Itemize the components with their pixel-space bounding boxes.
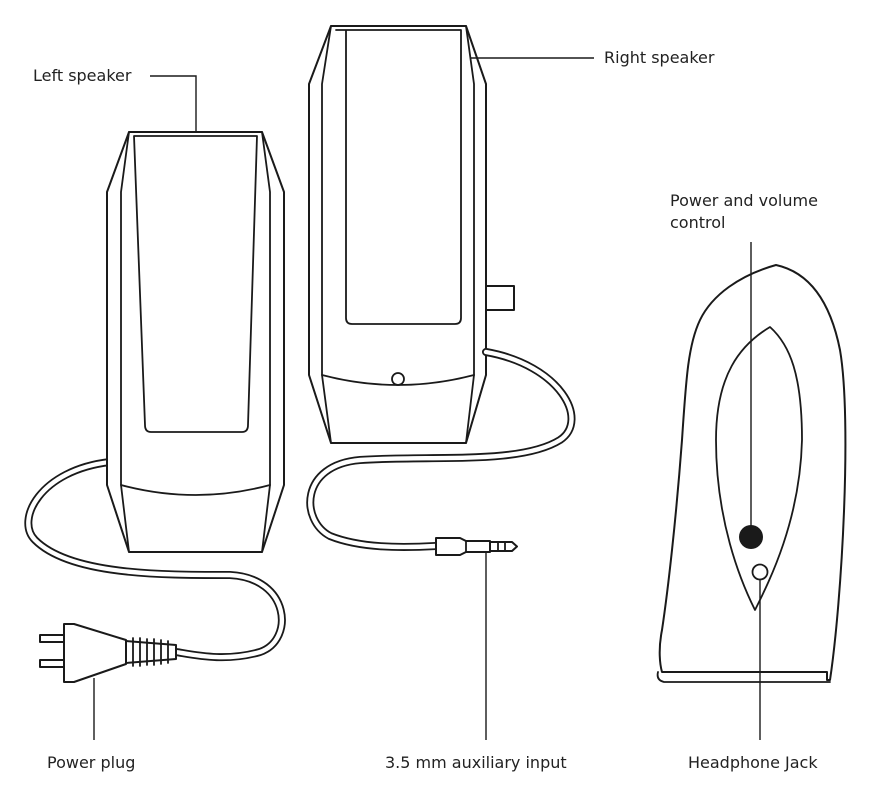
right-speaker-aux-port [391, 372, 405, 386]
plug-prong-bottom [39, 659, 67, 668]
left-speaker-front-panel [133, 135, 258, 433]
plug-prong-top [39, 634, 67, 643]
label-aux-input: 3.5 mm auxiliary input [385, 753, 567, 772]
label-right-speaker: Right speaker [604, 48, 715, 67]
left-speaker-bottom-facet [120, 484, 271, 496]
label-power-volume-line1: Power and volume [670, 191, 818, 210]
label-left-speaker: Left speaker [33, 66, 132, 85]
leader-left-speaker [150, 75, 197, 132]
power-cable [24, 458, 286, 662]
label-power-volume-line2: control [670, 213, 725, 232]
label-power-plug: Power plug [47, 753, 135, 772]
right-speaker-side-knob [485, 285, 515, 311]
side-speaker [656, 264, 847, 683]
headphone-jack-port [751, 563, 769, 581]
aux-cable [306, 348, 576, 556]
right-speaker-body [308, 25, 487, 444]
side-speaker-base [656, 671, 831, 683]
plug-body [63, 623, 127, 683]
left-speaker-front-facet [120, 131, 271, 553]
power-plug [39, 623, 177, 683]
right-speaker-front-panel [335, 29, 462, 325]
label-headphone-jack: Headphone Jack [688, 753, 818, 772]
side-speaker-body [658, 264, 847, 681]
power-volume-knob [739, 525, 763, 549]
left-speaker [106, 131, 285, 553]
aux-connector [435, 537, 491, 556]
aux-jack-tip [489, 541, 518, 552]
right-speaker [308, 25, 515, 444]
side-speaker-control-panel [715, 326, 803, 611]
right-speaker-front-facet [321, 25, 475, 444]
